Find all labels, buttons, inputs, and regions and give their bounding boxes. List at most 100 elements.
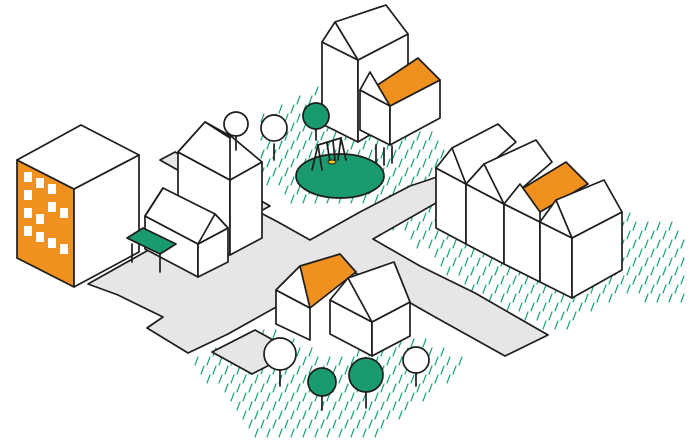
- grass-stroke: [428, 347, 433, 357]
- grass-stroke: [596, 293, 601, 303]
- grass-stroke: [566, 302, 571, 312]
- grass-stroke: [344, 365, 349, 375]
- grass-stroke: [536, 311, 541, 321]
- grass-stroke: [632, 275, 637, 285]
- north-tall-house-gable: [321, 4, 409, 61]
- grass-stroke: [440, 347, 445, 357]
- grass-stroke: [626, 212, 631, 222]
- grass-stroke: [290, 158, 295, 168]
- grass-stroke: [308, 95, 313, 105]
- grass-stroke: [362, 428, 367, 438]
- grass-stroke: [656, 239, 661, 249]
- grass-stroke: [620, 275, 625, 285]
- grass-stroke: [632, 257, 637, 267]
- grass-stroke: [422, 158, 427, 168]
- grass-stroke: [398, 374, 403, 384]
- grass-stroke: [314, 140, 319, 150]
- grass-stroke: [494, 284, 499, 294]
- grass-stroke: [542, 320, 547, 330]
- grass-stroke: [530, 302, 535, 312]
- grass-stroke: [350, 428, 355, 438]
- grass-stroke: [242, 410, 247, 420]
- grass-stroke: [296, 95, 301, 105]
- grass-stroke: [668, 221, 673, 231]
- grass-stroke: [386, 392, 391, 402]
- grass-stroke: [236, 401, 241, 411]
- grass-stroke: [500, 293, 505, 303]
- grass-stroke: [584, 293, 589, 303]
- grass-stroke: [290, 410, 295, 420]
- grass-stroke: [374, 194, 379, 204]
- grass-stroke: [488, 275, 493, 285]
- grass-stroke: [434, 356, 439, 366]
- grass-stroke: [434, 158, 439, 168]
- house-cluster-west: [126, 121, 263, 278]
- grass-stroke: [290, 104, 295, 114]
- grass-stroke: [422, 392, 427, 402]
- grass-stroke: [644, 257, 649, 267]
- grass-stroke: [206, 374, 211, 384]
- grass-stroke: [668, 293, 673, 303]
- grass-stroke: [254, 392, 259, 402]
- grass-stroke: [644, 239, 649, 249]
- grass-stroke: [392, 347, 397, 357]
- grass-stroke: [218, 356, 223, 366]
- grass-stroke: [392, 383, 397, 393]
- grass-stroke: [350, 356, 355, 366]
- grass-stroke: [452, 257, 457, 267]
- grass-stroke: [428, 131, 433, 141]
- grass-stroke: [416, 239, 421, 249]
- grass-stroke: [284, 167, 289, 177]
- grass-stroke: [386, 374, 391, 384]
- tree-white-icon: [260, 114, 288, 161]
- grass-stroke: [524, 275, 529, 285]
- grass-stroke: [536, 293, 541, 303]
- grass-stroke: [626, 230, 631, 240]
- grass-stroke: [200, 365, 205, 375]
- grass-stroke: [266, 410, 271, 420]
- grass-stroke: [296, 113, 301, 123]
- grass-stroke: [578, 302, 583, 312]
- house-cluster-north: [321, 4, 441, 166]
- tree-white-icon: [223, 111, 249, 151]
- grass-stroke: [410, 140, 415, 150]
- grass-stroke: [296, 149, 301, 159]
- grass-stroke: [428, 239, 433, 249]
- grass-stroke: [680, 275, 685, 285]
- grass-stroke: [410, 392, 415, 402]
- grass-stroke: [404, 383, 409, 393]
- grass-stroke: [644, 221, 649, 231]
- grass-stroke: [404, 401, 409, 411]
- grass-stroke: [398, 356, 403, 366]
- grass-stroke: [260, 113, 265, 123]
- grass-stroke: [284, 383, 289, 393]
- grass-stroke: [404, 221, 409, 231]
- grass-stroke: [440, 365, 445, 375]
- grass-stroke: [266, 158, 271, 168]
- grass-stroke: [662, 284, 667, 294]
- grass-stroke: [416, 167, 421, 177]
- grass-stroke: [260, 401, 265, 411]
- grass-stroke: [374, 392, 379, 402]
- grass-stroke: [446, 248, 451, 258]
- grass-stroke: [392, 167, 397, 177]
- grass-stroke: [638, 284, 643, 294]
- grass-stroke: [362, 410, 367, 420]
- grass-stroke: [662, 266, 667, 276]
- grass-stroke: [662, 248, 667, 258]
- grass-stroke: [290, 122, 295, 132]
- grass-stroke: [518, 302, 523, 312]
- grass-stroke: [368, 401, 373, 411]
- grass-stroke: [332, 131, 337, 141]
- grass-stroke: [464, 257, 469, 267]
- grass-stroke: [428, 365, 433, 375]
- grass-stroke: [482, 266, 487, 276]
- grass-stroke: [458, 356, 463, 366]
- grass-stroke: [314, 410, 319, 420]
- grass-stroke: [416, 131, 421, 141]
- grass-stroke: [506, 266, 511, 276]
- grass-stroke: [674, 266, 679, 276]
- grass-stroke: [464, 275, 469, 285]
- grass-stroke: [224, 383, 229, 393]
- apartment-roof: [16, 124, 140, 190]
